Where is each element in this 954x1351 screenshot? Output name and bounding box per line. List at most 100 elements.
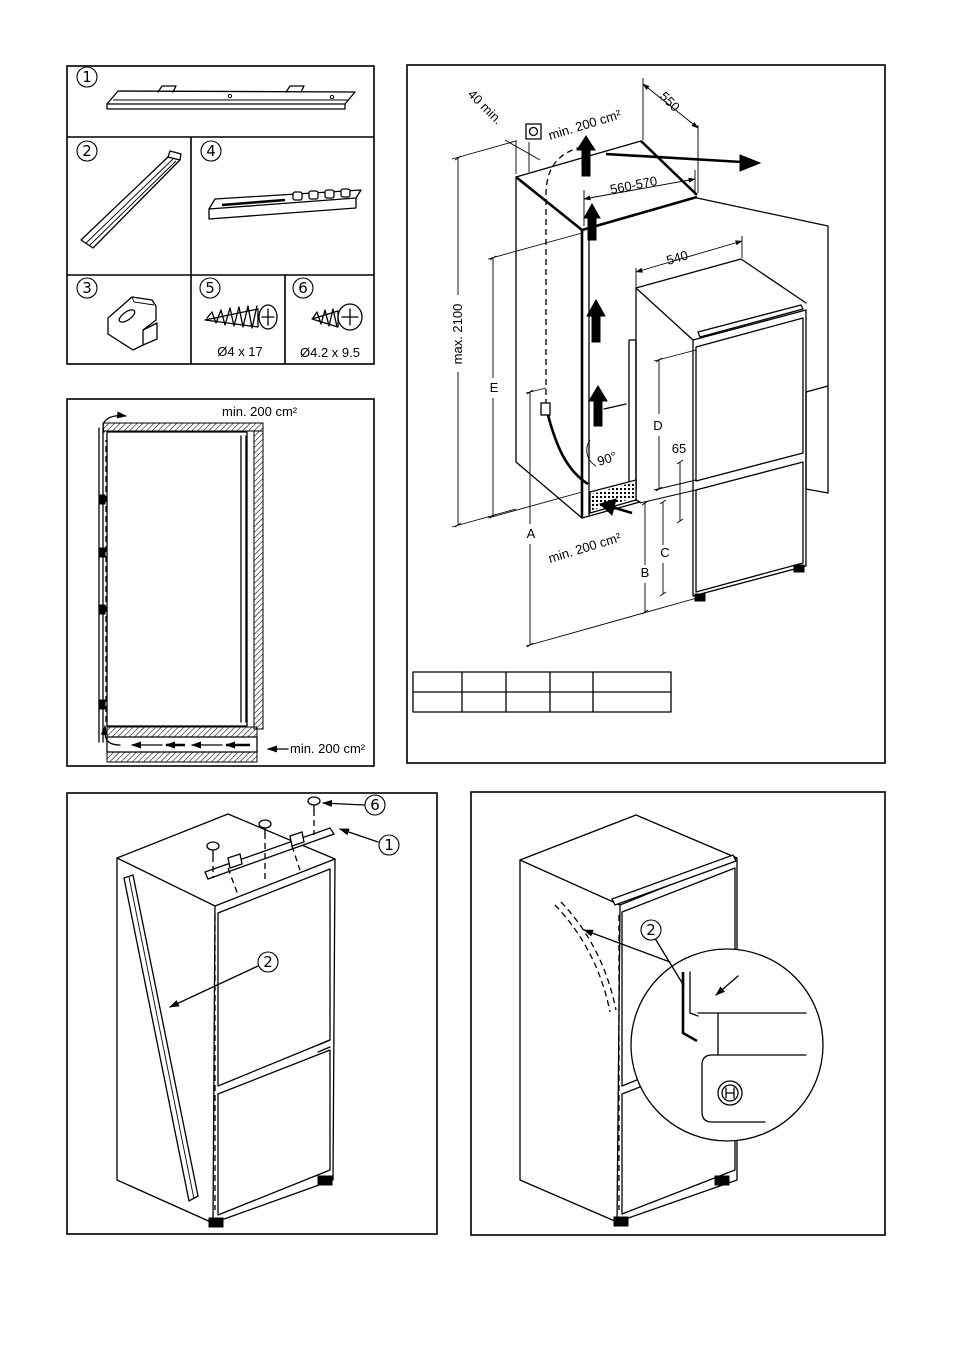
slotted-bracket-drawing — [208, 188, 362, 220]
screw-thread — [312, 308, 338, 328]
ventilation-panel-frame — [66, 398, 375, 767]
clip-slot — [118, 309, 136, 323]
door-hinge — [99, 604, 106, 615]
callout-number: 5 — [205, 279, 215, 297]
bottom-vent-label: min. 200 cm² — [290, 741, 366, 756]
bracket-hole — [324, 189, 335, 199]
part-2: 2 — [76, 140, 182, 249]
appliance — [589, 258, 807, 602]
extension-line — [487, 491, 583, 519]
airflow-in-arrowhead — [599, 498, 617, 516]
top-rail — [611, 854, 737, 906]
dimension-line — [583, 177, 696, 201]
callout-6: 6 — [322, 794, 386, 816]
appliance — [116, 813, 336, 1228]
dimension-65: 65 — [672, 441, 686, 524]
top-cabinet-wall — [102, 422, 264, 432]
strip-profile-edge — [689, 971, 699, 1017]
strip-profile — [681, 972, 698, 1043]
dimensions-panel-frame — [406, 64, 886, 764]
max-height-label: max. 2100 — [450, 304, 465, 365]
brand-emblem-icon — [717, 1080, 743, 1106]
callout-circle — [76, 66, 98, 88]
strip-end-tab — [167, 150, 182, 161]
emblem-outer-ring — [717, 1080, 743, 1106]
dim-b-label: B — [641, 565, 650, 580]
screw-cross-slot — [341, 308, 359, 326]
appliance-foot — [317, 1175, 333, 1186]
lower-door — [217, 1049, 331, 1216]
door-strip-path — [560, 901, 617, 1011]
strip-edge-line — [128, 876, 195, 1200]
callout-number: 4 — [206, 142, 216, 160]
lower-door — [695, 461, 804, 593]
appliance-top — [116, 813, 336, 907]
ventilation-panel: min. 200 cm² min. 200 cm² — [66, 398, 375, 767]
appliance-front-edge — [212, 858, 336, 1224]
callout-circle — [640, 919, 662, 941]
niche-side-wall — [515, 176, 583, 519]
callout-arrow — [322, 799, 365, 807]
appliance-side-hinge — [628, 339, 637, 491]
callout-number: 6 — [298, 279, 308, 297]
rail-bracket — [227, 853, 243, 869]
bottom-vent-label: min. 200 cm² — [546, 529, 623, 566]
callout-circle — [292, 277, 314, 299]
part-6: 6 Ø4.2 x 9.5 — [292, 277, 363, 360]
appliance-top-back — [635, 258, 807, 304]
door-strip — [123, 874, 199, 1203]
dimension-c: C — [639, 489, 697, 597]
emblem-mark — [725, 1087, 735, 1099]
screw-4x17-icon — [204, 304, 278, 330]
callout-number: 2 — [82, 142, 92, 160]
dimension-line — [635, 240, 743, 273]
callout-number: 2 — [646, 921, 656, 939]
door-strip-drawing — [80, 150, 182, 249]
screw-head — [206, 841, 220, 851]
airflow-marker-line — [603, 403, 627, 410]
extension-line — [515, 140, 530, 174]
angle-arc — [586, 439, 597, 467]
screw-thread — [206, 305, 258, 329]
dim-d-label: D — [653, 418, 662, 433]
bracket-hole — [340, 188, 351, 198]
strip-edge-line — [88, 160, 177, 247]
appliance-base-shelf — [106, 726, 258, 738]
top-vent-label: min. 200 cm² — [222, 404, 298, 419]
strip-body — [80, 156, 181, 249]
callout-number: 3 — [82, 279, 92, 297]
dimension-appliance-width: 540 — [635, 236, 743, 287]
appliance-front — [692, 309, 807, 597]
airflow-in-arrow-shaft — [611, 505, 633, 515]
bracket-top-face — [208, 189, 362, 210]
dimension-d: D — [653, 349, 697, 492]
callout-leader — [655, 939, 685, 987]
dimension-ticks — [676, 459, 684, 524]
rail-bracket — [289, 831, 305, 847]
appliance-width-label: 540 — [665, 247, 690, 267]
power-cable — [546, 414, 589, 486]
rail-top-face — [106, 90, 356, 105]
door-hinge — [99, 494, 106, 505]
screw-cross-slot — [261, 308, 275, 326]
clip-edge — [131, 296, 155, 306]
screw-head — [307, 796, 321, 806]
dimension-a: A — [525, 387, 698, 648]
rear-clearance-label: 40 min. — [465, 87, 506, 128]
screw-icon — [206, 841, 220, 857]
clip-tab — [142, 322, 158, 346]
screw-guide-line — [227, 845, 301, 896]
airflow-up-arrow — [588, 385, 608, 427]
dimension-ticks — [526, 389, 534, 648]
socket-plug-icon — [540, 402, 551, 416]
bracket-slot — [221, 198, 286, 207]
bracket-front-face — [208, 197, 357, 220]
bracket-hole — [308, 190, 319, 200]
strip-detail-panel: 2 — [470, 791, 886, 1236]
appliance-foot — [793, 564, 805, 573]
upper-door — [695, 317, 804, 482]
strip-body — [123, 874, 199, 1203]
door-hinge — [99, 547, 106, 558]
appliance-top-rail — [697, 304, 804, 338]
